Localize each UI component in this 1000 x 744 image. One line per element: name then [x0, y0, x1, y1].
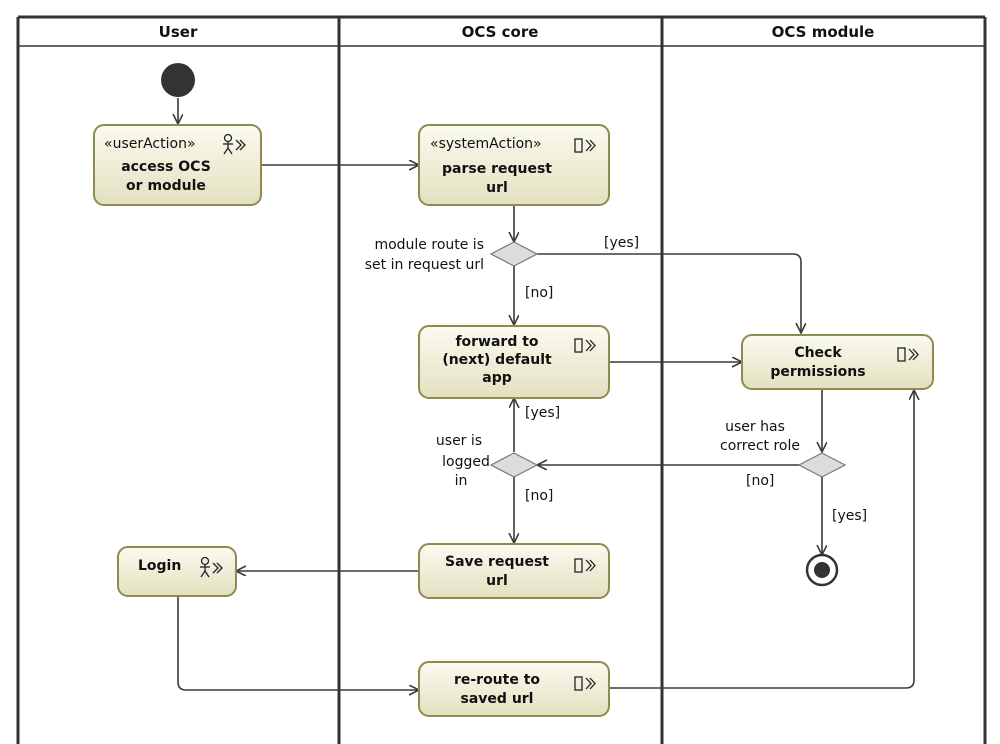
system-action-icon	[574, 676, 596, 691]
system-action-icon	[574, 338, 596, 353]
actor-icon	[223, 133, 246, 155]
guard-no-logged-in: [no]	[525, 488, 553, 504]
guard-no-correct-role: [no]	[746, 473, 774, 489]
action-parse-request-url: «systemAction» parse request url	[418, 124, 610, 206]
decision-label-module-route-line-2: set in request url	[365, 257, 484, 273]
decision-label-module-route-line-1: module route is	[374, 237, 484, 253]
action-label-line-3: app	[482, 370, 512, 386]
action-label-line-1: Check	[794, 345, 842, 361]
actor-icon	[200, 556, 223, 578]
decision-label-logged-in-line-1: user is	[436, 433, 482, 449]
action-label-line-2: url	[486, 180, 508, 196]
action-reroute-saved-url: re-route to saved url	[418, 661, 610, 717]
decision-label-correct-role-line-2: correct role	[720, 438, 800, 454]
action-label-line-1: parse request	[442, 161, 552, 177]
system-action-icon	[574, 558, 596, 573]
final-node	[805, 553, 839, 587]
lane-title-ocs-module: OCS module	[772, 23, 875, 41]
stereotype-system-action: «systemAction»	[430, 136, 542, 152]
action-check-permissions: Check permissions	[741, 334, 934, 390]
decision-label-logged-in-line-3: in	[455, 473, 468, 489]
decision-module-route	[489, 241, 539, 267]
lane-title-ocs-core: OCS core	[462, 23, 539, 41]
guard-no-module-route: [no]	[525, 285, 553, 301]
action-forward-default-app: forward to (next) default app	[418, 325, 610, 399]
action-label-line-1: Save request	[445, 554, 549, 570]
lane-title-user: User	[159, 23, 198, 41]
action-access-ocs: «userAction» access OCS or module	[93, 124, 262, 206]
decision-logged-in	[489, 452, 539, 478]
action-label-line-1: access OCS	[121, 159, 211, 175]
action-label-line-1: re-route to	[454, 672, 540, 688]
control-flows	[178, 98, 914, 690]
action-label-line-1: Login	[138, 558, 181, 574]
action-label-line-1: forward to	[455, 334, 538, 350]
initial-node	[161, 63, 195, 97]
action-label-line-2: permissions	[770, 364, 865, 380]
system-action-icon	[897, 347, 919, 362]
action-label-line-2: url	[486, 573, 508, 589]
guard-yes-correct-role: [yes]	[832, 508, 867, 524]
action-login: Login	[117, 546, 237, 597]
guard-yes-logged-in: [yes]	[525, 405, 560, 421]
action-save-request-url: Save request url	[418, 543, 610, 599]
action-label-line-2: saved url	[461, 691, 534, 707]
decision-label-correct-role-line-1: user has	[725, 419, 785, 435]
guard-yes-module-route: [yes]	[604, 235, 639, 251]
action-label-line-2: or module	[126, 178, 206, 194]
decision-label-logged-in-line-2: logged	[442, 454, 490, 470]
system-action-icon	[574, 138, 596, 153]
action-label-line-2: (next) default	[442, 352, 552, 368]
stereotype-user-action: «userAction»	[104, 136, 196, 152]
decision-correct-role	[797, 452, 847, 478]
swimlanes: User OCS core OCS module	[16, 15, 987, 744]
